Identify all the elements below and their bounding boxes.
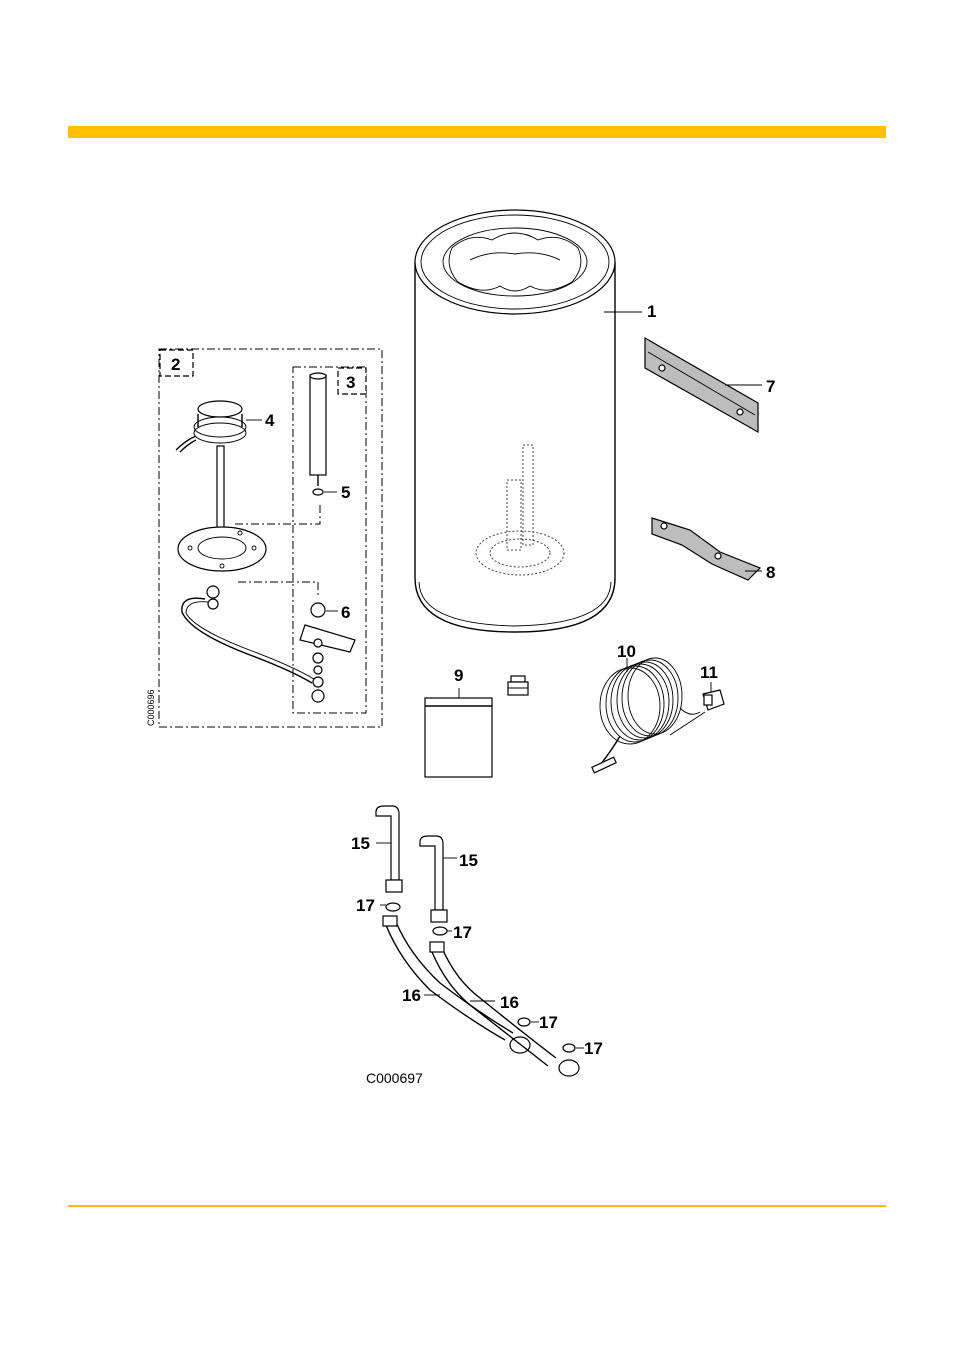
label-15-left: 15: [351, 834, 370, 853]
label-8: 8: [766, 563, 775, 582]
clip-part-11: [703, 682, 724, 710]
label-10: 10: [617, 642, 636, 661]
figure-code-top: C000696: [146, 689, 156, 726]
label-6: 6: [341, 603, 350, 622]
label-4: 4: [265, 411, 275, 430]
label-17-a: 17: [356, 896, 375, 915]
strap-part-8: [652, 518, 762, 580]
label-17-d: 17: [584, 1039, 603, 1058]
label-17-b: 17: [453, 923, 472, 942]
label-17-c: 17: [539, 1013, 558, 1032]
label-15-right: 15: [459, 851, 478, 870]
kit-group-2: [159, 349, 382, 727]
label-16-left: 16: [402, 986, 421, 1005]
fitting-part: [508, 676, 528, 695]
bag-part-9: [425, 688, 492, 777]
label-3: 3: [346, 373, 355, 392]
label-5: 5: [341, 483, 350, 502]
label-11: 11: [700, 663, 718, 682]
label-2: 2: [171, 355, 180, 374]
figure-code-bottom: C000697: [366, 1070, 423, 1086]
label-16-right: 16: [500, 993, 519, 1012]
bracket-part-7: [645, 338, 762, 432]
label-9: 9: [454, 666, 463, 685]
tank-part-1: [415, 210, 642, 632]
pipe-assembly: [376, 806, 584, 1076]
label-1: 1: [647, 302, 656, 321]
sensor-coil-part-10: [592, 658, 705, 773]
label-7: 7: [766, 377, 775, 396]
